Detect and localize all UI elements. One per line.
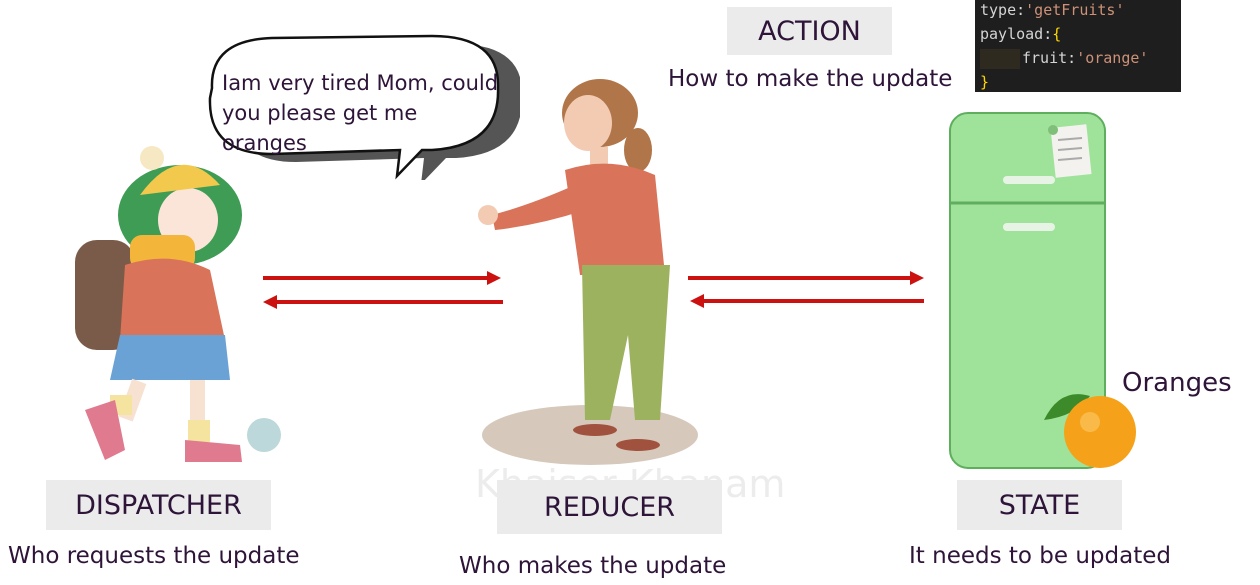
speech-bubble-text: Iam very tired Mom, could you please get… xyxy=(222,71,499,155)
oranges-label: Oranges xyxy=(1122,368,1232,398)
speech-bubble xyxy=(208,34,520,180)
code-fruit-value: 'orange' xyxy=(1076,49,1149,67)
action-caption: How to make the update xyxy=(668,66,953,92)
ball-icon xyxy=(247,418,281,452)
code-payload-key: payload: xyxy=(980,25,1053,43)
reducer-caption: Who makes the update xyxy=(459,553,727,579)
fridge-illustration xyxy=(949,112,1106,469)
reducer-state-arrows xyxy=(688,271,924,308)
code-type-value: 'getFruits' xyxy=(1025,1,1125,19)
code-fruit-key: fruit: xyxy=(1022,49,1077,67)
code-snippet: type:'getFruits' payload:{ fruit:'orange… xyxy=(975,0,1181,92)
state-label: STATE xyxy=(957,480,1122,530)
code-type-key: type: xyxy=(980,1,1026,19)
action-label: ACTION xyxy=(727,7,892,55)
orange-icon xyxy=(1044,394,1136,468)
code-indent xyxy=(980,48,1020,69)
reducer-woman-illustration xyxy=(478,79,698,465)
dispatcher-caption: Who requests the update xyxy=(8,543,300,569)
dispatcher-label: DISPATCHER xyxy=(46,480,271,530)
code-open-brace: { xyxy=(1052,25,1062,43)
state-caption: It needs to be updated xyxy=(909,543,1171,569)
reducer-label: REDUCER xyxy=(497,480,722,534)
dispatcher-reducer-arrows xyxy=(263,271,503,309)
dispatcher-girl-illustration xyxy=(75,146,242,462)
code-close-brace: } xyxy=(980,73,990,91)
